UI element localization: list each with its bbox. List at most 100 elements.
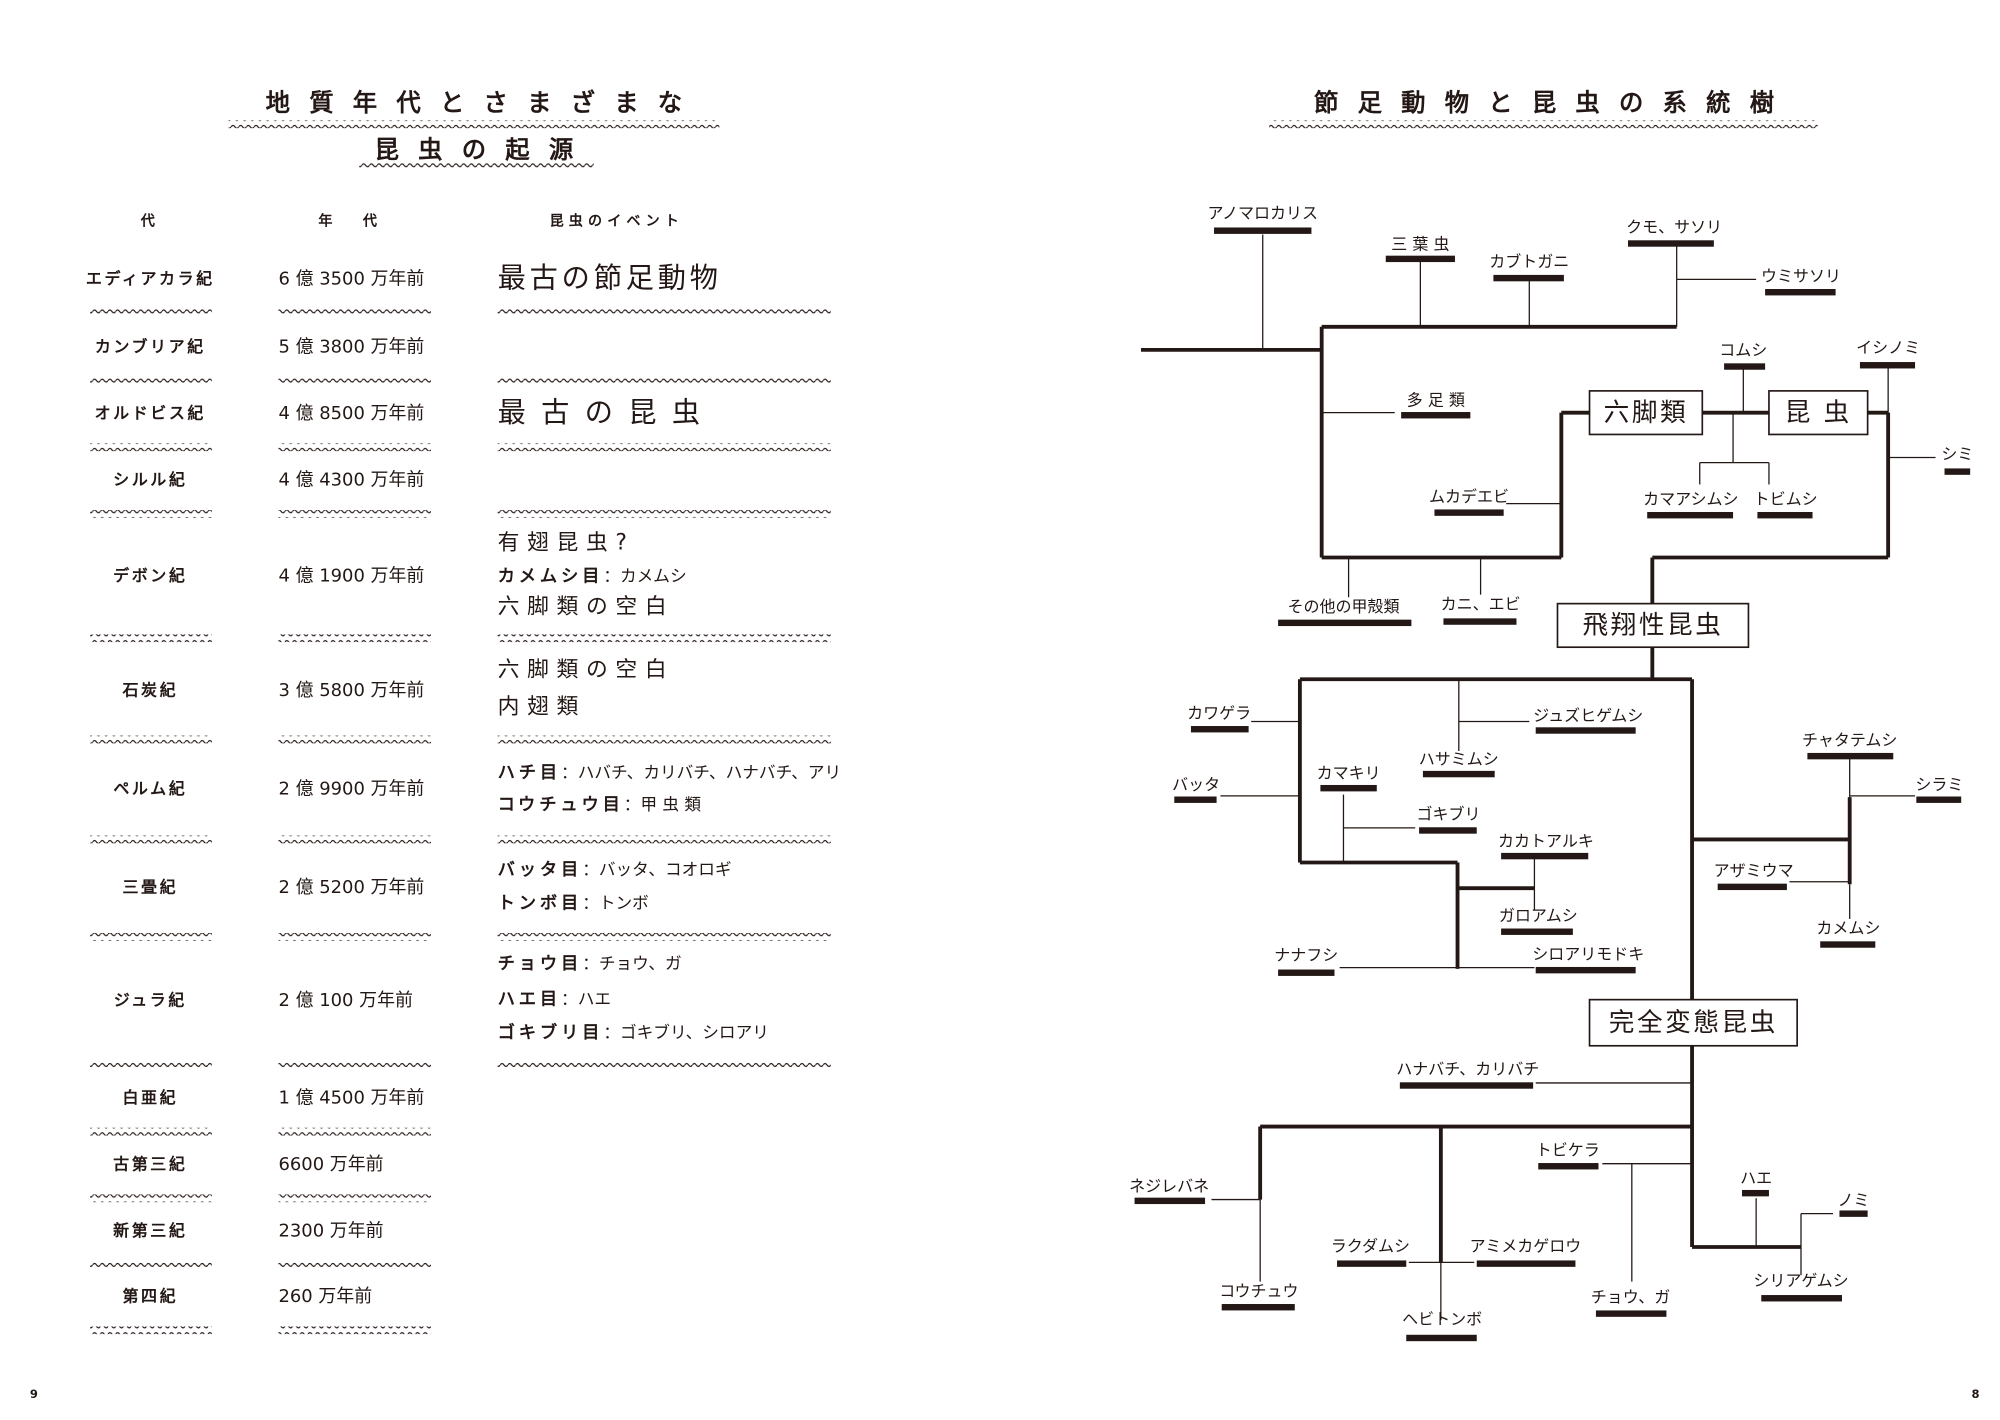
- label-bar: [1320, 784, 1377, 792]
- taxon-label: カマアシムシ: [1643, 489, 1738, 519]
- event-text: 最古の節足動物: [498, 261, 722, 294]
- taxon-name: ナナフシ: [1274, 946, 1338, 965]
- taxon-label: コウチュウ: [1219, 1281, 1299, 1311]
- title-wavy-underline: [1269, 120, 1818, 129]
- era-row: エディアカラ紀 6 億 3500 万年前: [86, 268, 831, 316]
- wavy-separator: [90, 634, 212, 643]
- order-members: ：トンボ: [582, 893, 649, 912]
- event-text: 最古の昆虫: [498, 396, 716, 429]
- taxon-label: カワゲラ: [1187, 703, 1251, 733]
- label-bar: [1278, 969, 1335, 976]
- wavy-separator: [90, 376, 212, 385]
- clade-box: 昆 虫: [1768, 390, 1869, 436]
- era-age: 2 億 5200 万年前: [278, 877, 424, 898]
- taxon-label: クモ、サソリ: [1626, 218, 1722, 247]
- era-name: 新第三紀: [113, 1221, 187, 1240]
- wavy-separator: [278, 443, 431, 452]
- wavy-separator: [497, 443, 831, 452]
- label-bar: [1174, 796, 1217, 803]
- label-bar: [1742, 1189, 1769, 1197]
- taxon-name: ノミ: [1838, 1190, 1870, 1209]
- era-name: オルドビス紀: [95, 403, 206, 422]
- era-age: 2 億 9900 万年前: [278, 778, 424, 799]
- taxon-name: ラクダムシ: [1331, 1236, 1410, 1255]
- era-age: 6600 万年前: [278, 1154, 383, 1175]
- header-age: 年 代: [318, 213, 390, 230]
- label-bar: [1221, 1304, 1295, 1311]
- title-wavy-underline: [228, 120, 720, 129]
- era-name: 第四紀: [122, 1286, 178, 1305]
- taxon-label: アノマロカリス: [1207, 204, 1318, 234]
- wavy-separator: [90, 932, 212, 941]
- taxon-label: ウミサソリ: [1761, 266, 1841, 296]
- label-bar: [1535, 727, 1636, 734]
- label-bar: [1538, 1163, 1599, 1170]
- label-bar: [1493, 274, 1564, 282]
- era-age: 3 億 5800 万年前: [278, 680, 424, 701]
- wavy-separator: [90, 510, 212, 518]
- label-bar: [1278, 619, 1412, 627]
- taxon-name: 多 足 類: [1407, 391, 1465, 410]
- clade-name: 昆 虫: [1785, 398, 1852, 428]
- taxon-label: ナナフシ: [1274, 946, 1338, 976]
- era-age: 5 億 3800 万年前: [278, 336, 424, 357]
- label-bar: [1419, 827, 1477, 834]
- era-age: 6 億 3500 万年前: [278, 268, 424, 289]
- wavy-separator: [90, 307, 212, 316]
- label-bar: [1944, 468, 1971, 475]
- label-bar: [1859, 362, 1916, 369]
- event-order: ゴキブリ目：ゴキブリ、シロアリ: [498, 1021, 769, 1043]
- wavy-separator: [497, 735, 831, 744]
- wavy-separator: [278, 634, 431, 643]
- taxon-name: トビケラ: [1536, 1140, 1600, 1159]
- taxon-name: ゴキブリ: [1417, 805, 1481, 824]
- wavy-separator: [278, 1127, 431, 1136]
- taxon-label: ガロアムシ: [1499, 906, 1578, 935]
- taxon-label: ネジレバネ: [1129, 1176, 1209, 1205]
- label-bar: [1595, 1310, 1667, 1317]
- order-name: バッタ目: [498, 860, 583, 880]
- label-bar: [1724, 363, 1766, 370]
- taxon-label: カブトガニ: [1489, 252, 1569, 282]
- label-bar: [1916, 796, 1962, 803]
- label-bar: [1385, 255, 1455, 263]
- label-bar: [1337, 1260, 1407, 1267]
- label-bar: [1134, 1197, 1206, 1205]
- right-page: 節足動物と昆虫の系統樹 六脚類昆 虫飛翔性昆虫完全変態昆虫アノマロカリス三 葉 …: [1129, 88, 1979, 1401]
- taxon-name: ガロアムシ: [1499, 906, 1578, 925]
- taxon-label: その他の甲殻類: [1278, 597, 1412, 627]
- era-name: 石炭紀: [121, 680, 178, 699]
- wavy-separator: [90, 1326, 212, 1335]
- taxon-label: チャタテムシ: [1802, 730, 1897, 760]
- era-name: エディアカラ紀: [86, 269, 215, 288]
- taxon-label: ムカデエビ: [1429, 487, 1509, 516]
- taxon-name: カブトガニ: [1489, 252, 1569, 271]
- taxon-name: シミ: [1941, 444, 1973, 463]
- taxon-label: バッタ: [1172, 775, 1220, 803]
- wavy-separator: [90, 1194, 212, 1203]
- taxon-name: バッタ: [1172, 775, 1220, 794]
- order-name: ハチ目: [498, 763, 561, 783]
- taxon-name: ハサミムシ: [1419, 749, 1499, 768]
- taxon-label: ゴキブリ: [1417, 805, 1481, 834]
- wavy-separator: [497, 307, 831, 316]
- taxon-name: カニ、エビ: [1441, 594, 1521, 613]
- taxon-name: クモ、サソリ: [1626, 218, 1722, 237]
- label-bar: [1761, 1295, 1843, 1302]
- wavy-separator: [278, 1326, 431, 1335]
- label-bar: [1422, 770, 1495, 778]
- wavy-separator: [278, 510, 431, 518]
- wavy-separator: [278, 1059, 431, 1068]
- wavy-separator: [497, 376, 831, 385]
- label-bar: [1647, 511, 1734, 519]
- taxon-name: ジュズヒゲムシ: [1533, 706, 1643, 725]
- clade-box: 完全変態昆虫: [1588, 998, 1798, 1047]
- clade-name: 完全変態昆虫: [1609, 1008, 1778, 1038]
